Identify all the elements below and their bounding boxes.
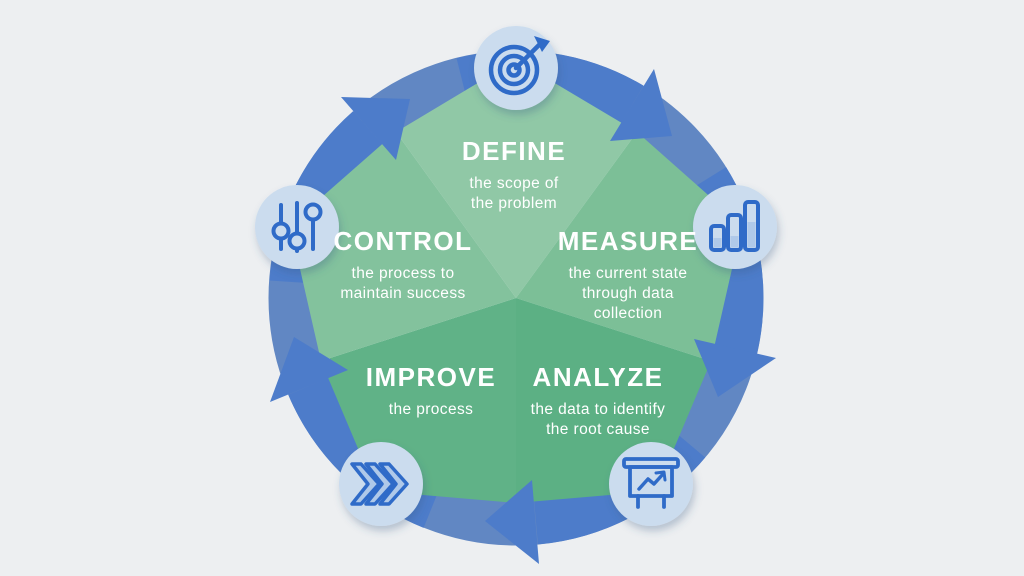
- cycle-arrowhead: [270, 337, 348, 402]
- segment-title: CONTROL: [333, 226, 473, 256]
- segment-title: ANALYZE: [532, 362, 664, 392]
- analyze-icon-badge: [609, 442, 693, 526]
- segment-title: DEFINE: [461, 136, 567, 166]
- segment-title: IMPROVE: [365, 362, 497, 392]
- sliders-icon: [271, 201, 323, 253]
- segment-define-label: DEFINE the scope of the problem: [389, 136, 639, 214]
- segment-description: the current state through data collectio…: [568, 265, 688, 322]
- segment-improve-label: IMPROVE the process: [331, 362, 531, 420]
- segment-measure-wedge: [516, 132, 742, 361]
- cycle-arrowhead: [341, 97, 410, 160]
- segment-measure-label: MEASURE the current state through data c…: [528, 226, 728, 323]
- cycle-arrowhead: [610, 69, 672, 141]
- segment-title: MEASURE: [557, 226, 699, 256]
- segment-description: the process to maintain success: [340, 265, 466, 302]
- target-icon: [488, 36, 550, 96]
- segment-control-label: CONTROL the process to maintain success: [303, 226, 503, 304]
- segment-define-wedge: [396, 60, 637, 298]
- segment-description: the scope of the problem: [469, 175, 559, 212]
- presentation-chart-icon: [622, 457, 680, 509]
- segment-analyze-label: ANALYZE the data to identify the root ca…: [488, 362, 708, 440]
- segment-description: the data to identify the root cause: [530, 401, 666, 438]
- segment-control-wedge: [290, 132, 516, 361]
- bar-chart-icon: [709, 200, 760, 252]
- segment-description: the process: [388, 401, 474, 418]
- fast-forward-chevrons-icon: [350, 462, 409, 506]
- cycle-arrowhead: [694, 339, 776, 397]
- cycle-arrowhead: [485, 480, 539, 564]
